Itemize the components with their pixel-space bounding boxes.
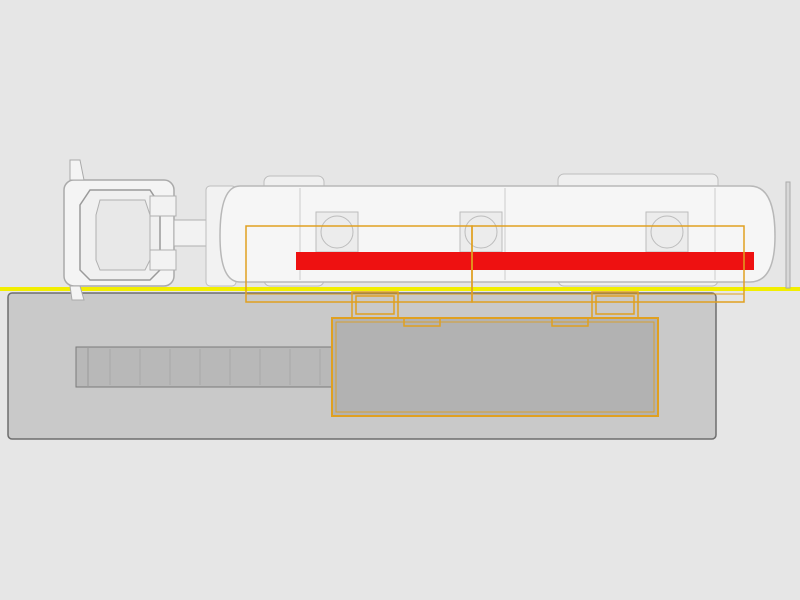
- lift-arm-brackets: [346, 291, 644, 319]
- ramp-icon: [75, 346, 337, 388]
- lift-platform-icon: [331, 317, 659, 417]
- ground-line: [0, 287, 800, 291]
- fluid-level-bar: [296, 252, 754, 270]
- truck-cab-icon: [63, 159, 237, 301]
- tank-trailer-icon: [219, 173, 791, 303]
- service-pit: [7, 292, 717, 440]
